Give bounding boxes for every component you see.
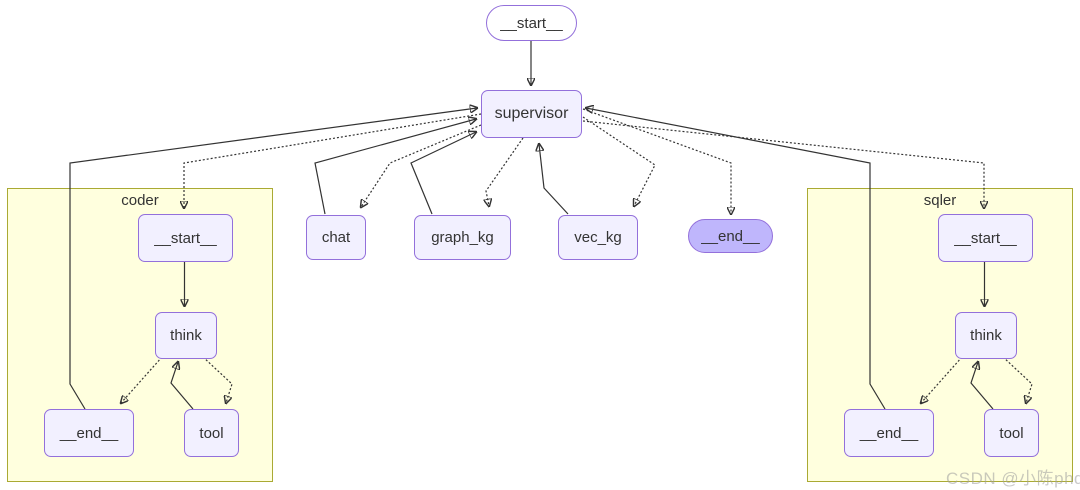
coder-start-node: __start__ <box>138 214 233 262</box>
edge-supervisor-to-graphkg <box>486 137 524 206</box>
cluster-coder: coder __start__ think __end__ tool <box>7 188 273 482</box>
edge-sqler-end-to-supervisor <box>586 108 886 410</box>
edge-supervisor-to-chat <box>361 124 482 207</box>
edge-coder-tool-to-think <box>170 362 194 410</box>
sqler-think-node: think <box>955 312 1017 359</box>
coder-end-node: __end__ <box>44 409 134 457</box>
edge-sqler-tool-to-think <box>970 362 994 410</box>
edge-supervisor-to-coder-start <box>184 113 482 208</box>
start-node: __start__ <box>486 5 577 41</box>
sqler-start-node: __start__ <box>938 214 1033 262</box>
supervisor-node: supervisor <box>481 90 582 138</box>
edge-supervisor-to-sqler-start <box>582 120 984 208</box>
cluster-sqler: sqler __start__ think __end__ tool <box>807 188 1073 482</box>
edge-coder-think-to-tool <box>202 356 233 403</box>
edge-veckg-to-supervisor <box>539 144 569 215</box>
chat-node: chat <box>306 215 366 260</box>
vec-kg-node: vec_kg <box>558 215 638 260</box>
cluster-coder-label: coder <box>121 192 159 209</box>
edge-supervisor-to-end <box>582 108 731 214</box>
graph-kg-node: graph_kg <box>414 215 511 260</box>
coder-tool-node: tool <box>184 409 239 457</box>
sqler-end-node: __end__ <box>844 409 934 457</box>
sqler-tool-node: tool <box>984 409 1039 457</box>
edge-sqler-think-to-end <box>921 356 963 403</box>
edge-supervisor-to-veckg <box>582 116 656 206</box>
cluster-sqler-label: sqler <box>923 192 957 209</box>
end-node: __end__ <box>688 219 773 253</box>
edge-chat-to-supervisor <box>314 119 476 215</box>
edge-sqler-think-to-tool <box>1002 356 1033 403</box>
edge-coder-think-to-end <box>121 356 163 403</box>
watermark: CSDN @小陈phd <box>945 469 1080 488</box>
coder-think-node: think <box>155 312 217 359</box>
edge-coder-end-to-supervisor <box>69 108 477 410</box>
edge-graphkg-to-supervisor <box>410 132 476 215</box>
